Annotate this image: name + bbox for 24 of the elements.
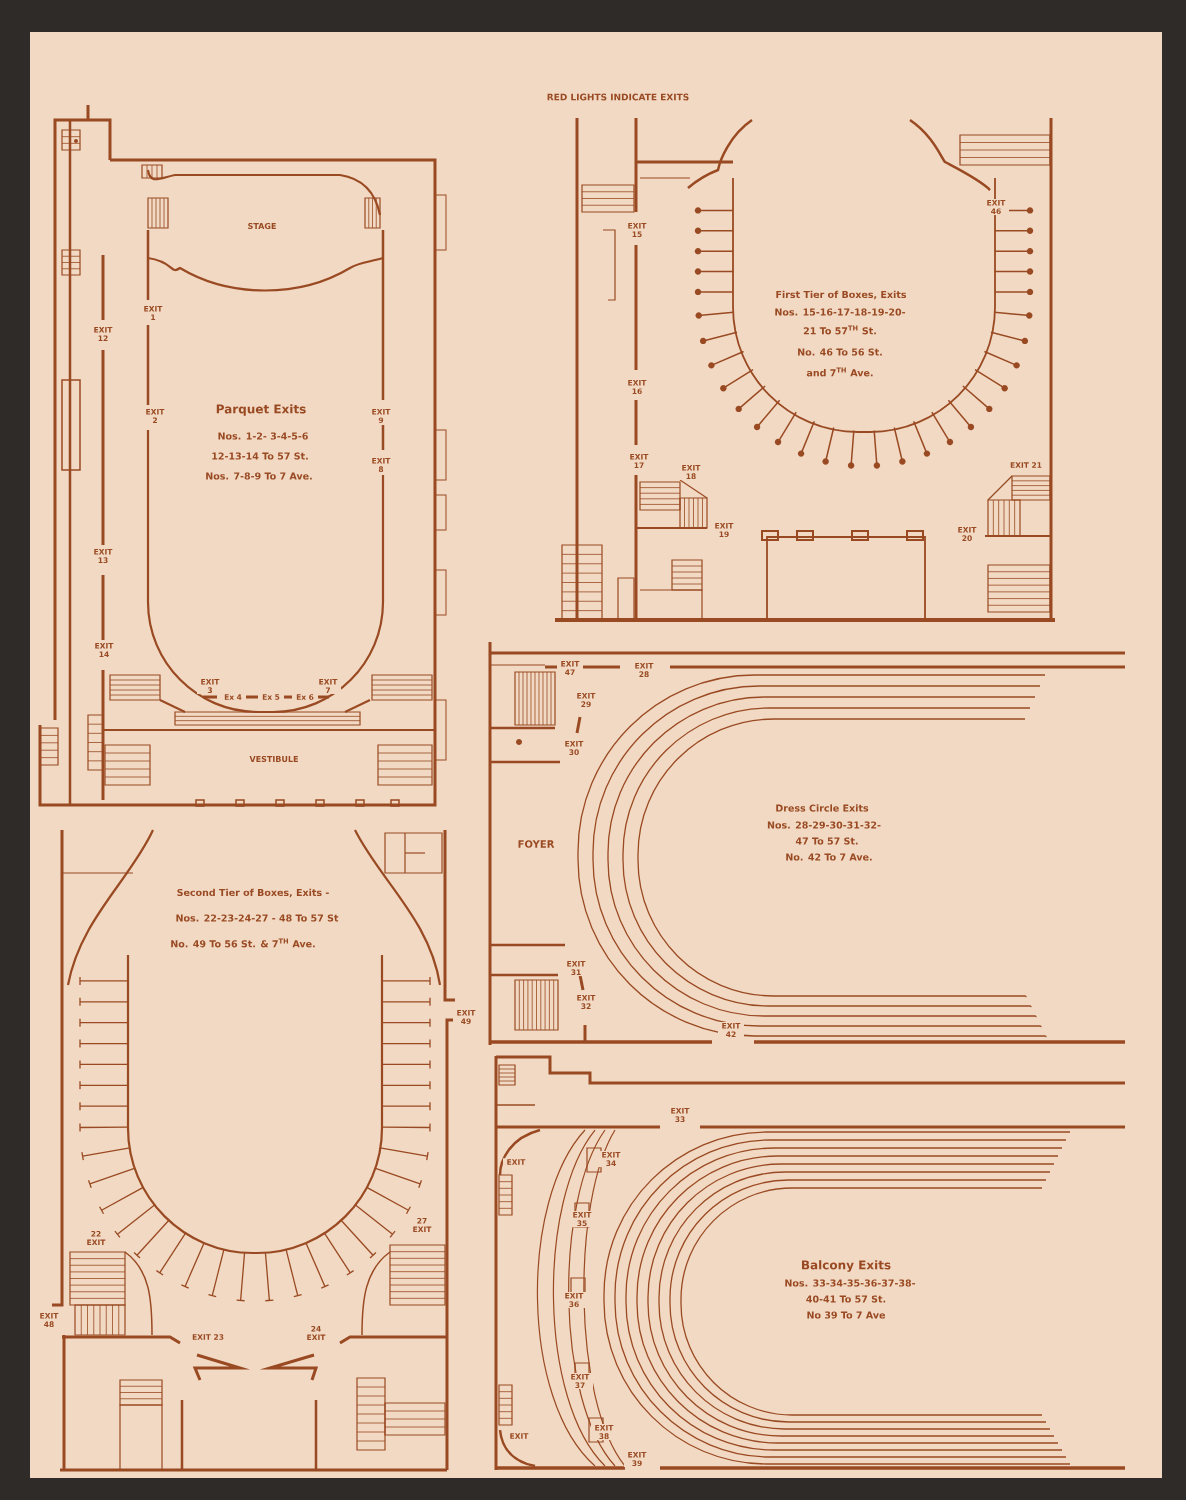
exit-note: No 39 To 7 Ave: [805, 1310, 887, 1320]
page-title: RED LIGHTS INDICATE EXITS: [547, 93, 689, 101]
exit-note: Nos. 28-29-30-31-32-: [766, 820, 882, 830]
room-label: VESTIBULE: [248, 755, 300, 764]
exit-note: 21 To 57$^{TH}$ St.: [802, 324, 878, 336]
exit-note: Nos. 15-16-17-18-19-20-: [773, 307, 907, 317]
exit-note: Dress Circle Exits: [774, 803, 870, 813]
exit-note: Second Tier of Boxes, Exits -: [175, 887, 331, 899]
exit-note: Nos. 22-23-24-27 - 48 To 57 St: [174, 913, 340, 923]
exit-note: Nos. 7-8-9 To 7 Ave.: [204, 471, 314, 481]
room-label: STAGE: [246, 222, 278, 231]
plan-heading: Parquet Exits: [214, 403, 308, 417]
exit-note: 40-41 To 57 St.: [804, 1294, 888, 1304]
exit-note: 12-13-14 To 57 St.: [210, 451, 310, 461]
exit-note: and 7$^{TH}$ Ave.: [805, 366, 875, 378]
plan-heading: Balcony Exits: [799, 1259, 893, 1273]
exit-note: Nos. 1-2- 3-4-5-6: [216, 431, 310, 441]
exit-note: No. 46 To 56 St.: [796, 347, 884, 357]
room-label: FOYER: [516, 839, 556, 849]
exit-note: 47 To 57 St.: [794, 836, 860, 846]
exit-note: No. 49 To 56 St. & 7$^{TH}$ Ave.: [169, 937, 317, 949]
exit-note: Nos. 33-34-35-36-37-38-: [783, 1278, 917, 1288]
exit-note: First Tier of Boxes, Exits: [774, 289, 908, 301]
exit-note: No. 42 To 7 Ave.: [784, 852, 874, 862]
